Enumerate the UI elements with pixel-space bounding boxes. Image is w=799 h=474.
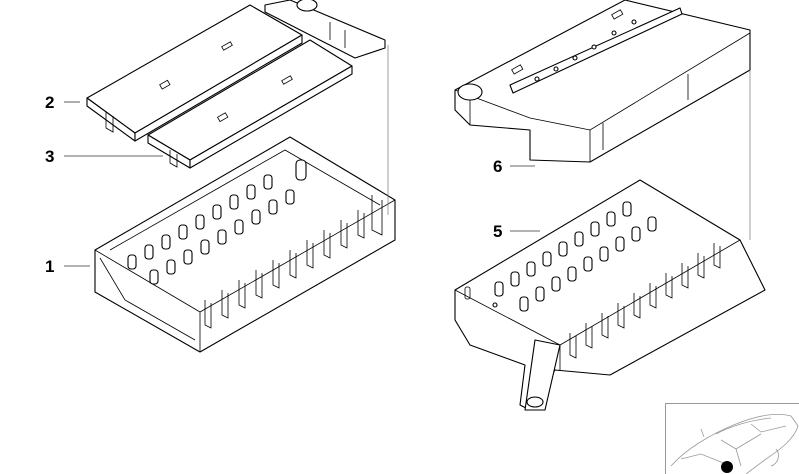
callout-3: 3 — [45, 147, 55, 166]
fuse-carrier-5 — [454, 179, 766, 411]
fuse-strip — [264, 0, 386, 59]
fuse-carrier-1 — [94, 136, 396, 353]
vehicle-locator-inset — [665, 403, 799, 474]
location-marker-icon — [721, 461, 733, 473]
car-outline-icon — [670, 414, 799, 474]
callout-1: 1 — [45, 257, 55, 276]
fuse-cover-3 — [147, 39, 353, 169]
leader-lines — [64, 45, 751, 267]
callout-2: 2 — [45, 93, 55, 112]
callout-5: 5 — [493, 222, 503, 241]
fuse-box-cover-6 — [454, 0, 751, 163]
callout-6: 6 — [493, 157, 503, 176]
fuse-cover-2 — [86, 4, 303, 142]
